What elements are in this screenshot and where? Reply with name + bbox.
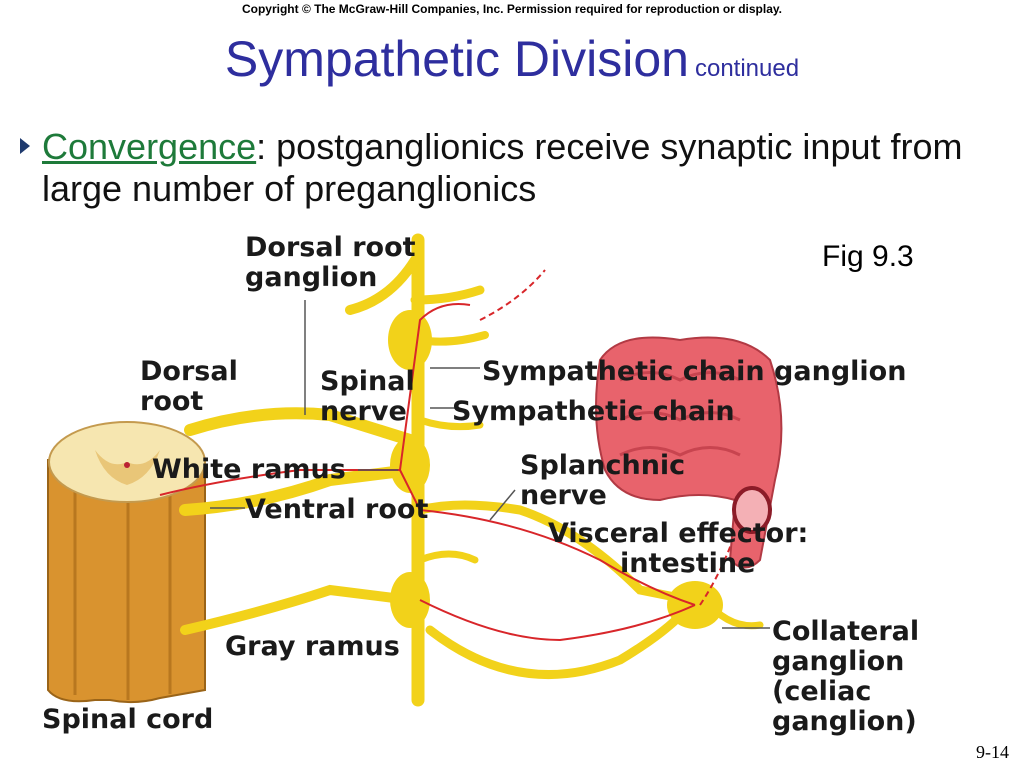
label-ventral-root: Ventral root — [245, 494, 428, 525]
leader-lines — [210, 300, 770, 629]
label-visceral-effector-1: Visceral effector: — [548, 518, 808, 549]
label-dorsal-root-ganglion-2: ganglion — [245, 262, 377, 293]
label-gray-ramus: Gray ramus — [225, 631, 400, 662]
intestine-illustration — [595, 336, 783, 569]
label-white-ramus: White ramus — [152, 454, 346, 485]
label-spinal-nerve-2: nerve — [320, 396, 407, 427]
convergence-term-link[interactable]: Convergence — [42, 126, 257, 167]
slide-title-main: Sympathetic Division — [224, 31, 689, 87]
label-dorsal-root-1: Dorsal — [140, 356, 238, 387]
label-splanchnic-nerve-2: nerve — [520, 480, 607, 511]
label-dorsal-root-ganglion-1: Dorsal root — [245, 232, 416, 263]
label-spinal-nerve-1: Spinal — [320, 366, 415, 397]
slide-number: 9-14 — [976, 742, 1009, 762]
label-collateral-ganglion-1: Collateral — [772, 616, 919, 647]
figure-reference: Fig 9.3 — [822, 240, 914, 273]
copyright-notice: Copyright © The McGraw-Hill Companies, I… — [241, 2, 783, 16]
bullet-definition: : postganglionics receive synaptic input… — [42, 126, 963, 209]
label-spinal-cord: Spinal cord — [42, 704, 213, 735]
label-sympathetic-chain: Sympathetic chain — [452, 396, 735, 427]
label-visceral-effector-2: intestine — [620, 548, 755, 579]
label-collateral-ganglion-3: (celiac — [772, 676, 871, 707]
label-splanchnic-nerve-1: Splanchnic — [520, 450, 685, 481]
bullet-item: Convergence: postganglionics receive syn… — [20, 126, 1010, 210]
label-collateral-ganglion-2: ganglion — [772, 646, 904, 677]
bullet-arrow-icon — [20, 138, 30, 154]
label-collateral-ganglion-4: ganglion) — [772, 706, 917, 737]
bullet-text: Convergence: postganglionics receive syn… — [42, 126, 1010, 210]
label-dorsal-root-2: root — [140, 386, 203, 417]
slide-title-sub: continued — [694, 55, 800, 82]
spinal-cord-illustration — [47, 421, 206, 704]
label-sympathetic-chain-ganglion: Sympathetic chain ganglion — [482, 356, 906, 387]
